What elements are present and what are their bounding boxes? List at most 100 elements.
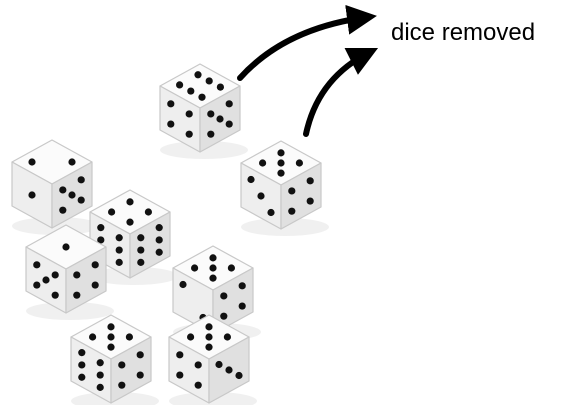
right-pip <box>68 191 76 199</box>
right-pip <box>207 110 215 118</box>
top-pip <box>205 343 213 351</box>
top-pip <box>209 264 217 272</box>
right-pip <box>215 360 223 369</box>
left-pip <box>78 361 86 369</box>
top-pip <box>216 83 224 91</box>
top-pip <box>295 159 303 167</box>
left-pip <box>78 373 86 381</box>
top-pip <box>62 243 70 251</box>
left-pip <box>96 383 104 391</box>
right-pip <box>77 196 85 204</box>
right-pip <box>118 381 126 389</box>
top-pip <box>107 323 115 331</box>
right-pip <box>73 271 81 279</box>
top-pip <box>277 159 285 167</box>
left-pip <box>42 276 50 284</box>
top-pip <box>223 333 231 341</box>
right-pip <box>306 197 314 205</box>
right-pip <box>136 351 144 359</box>
left-pip <box>97 236 105 244</box>
top-pip <box>259 159 267 167</box>
top-pip <box>277 169 285 177</box>
die <box>25 224 114 320</box>
top-pip <box>187 333 195 341</box>
right-pip <box>216 115 224 123</box>
right-pip <box>91 261 99 269</box>
removal-arrow-upper <box>237 4 377 81</box>
left-pip <box>176 351 184 359</box>
top-pip <box>107 333 115 341</box>
right-pip <box>225 120 233 128</box>
caption-dice-removed: dice removed <box>391 19 536 46</box>
right-pip <box>225 366 233 374</box>
right-pip <box>306 177 314 185</box>
left-pip <box>115 234 123 242</box>
top-pip <box>28 158 36 166</box>
right-pip <box>288 187 296 195</box>
top-pip <box>125 333 133 341</box>
left-pip <box>51 291 59 299</box>
die <box>11 139 100 235</box>
removed-die <box>240 140 329 236</box>
removed-die <box>159 63 248 159</box>
top-pip <box>277 149 285 157</box>
dice-layer <box>11 63 329 405</box>
right-pip <box>137 258 145 266</box>
left-pip <box>176 371 184 379</box>
right-pip <box>155 236 163 244</box>
right-pip <box>91 281 99 289</box>
top-pip <box>144 208 152 216</box>
top-pip <box>198 93 206 101</box>
right-pip <box>59 206 67 214</box>
left-pip <box>28 191 36 199</box>
top-pip <box>108 208 116 216</box>
top-pip <box>194 71 202 79</box>
left-pip <box>167 120 175 128</box>
right-pip <box>225 100 233 108</box>
right-pip <box>155 248 163 256</box>
die <box>70 314 159 405</box>
right-pip <box>137 246 145 254</box>
left-pip <box>78 349 86 357</box>
right-pip <box>235 371 243 380</box>
left-pip <box>33 261 41 269</box>
left-pip <box>97 224 105 232</box>
top-pip <box>176 81 184 89</box>
right-pip <box>288 207 296 215</box>
top-pip <box>187 87 195 95</box>
top-pip <box>209 254 217 262</box>
removal-arrow-lower <box>303 47 379 137</box>
top-pip <box>209 274 217 282</box>
right-pip <box>118 361 126 369</box>
right-pip <box>137 234 145 242</box>
top-pip <box>191 264 199 272</box>
left-pip <box>247 175 255 184</box>
left-pip <box>194 361 202 369</box>
top-pip <box>205 323 213 331</box>
left-pip <box>115 246 123 254</box>
left-pip <box>115 258 123 266</box>
right-pip <box>207 130 215 138</box>
left-pip <box>194 381 202 389</box>
top-pip <box>205 333 213 341</box>
right-pip <box>155 224 163 232</box>
right-pip <box>136 371 144 379</box>
left-pip <box>185 130 193 138</box>
right-pip <box>220 312 228 320</box>
left-pip <box>267 208 275 217</box>
top-pip <box>205 77 213 85</box>
top-pip <box>89 333 97 341</box>
die <box>89 189 178 285</box>
left-pip <box>33 281 41 289</box>
top-pip <box>107 343 115 351</box>
right-pip <box>59 186 67 194</box>
left-pip <box>51 271 59 279</box>
right-pip <box>238 302 246 310</box>
right-pip <box>238 282 246 290</box>
left-pip <box>185 110 193 118</box>
left-pip <box>257 192 265 200</box>
top-pip <box>227 264 235 272</box>
left-pip <box>167 100 175 108</box>
